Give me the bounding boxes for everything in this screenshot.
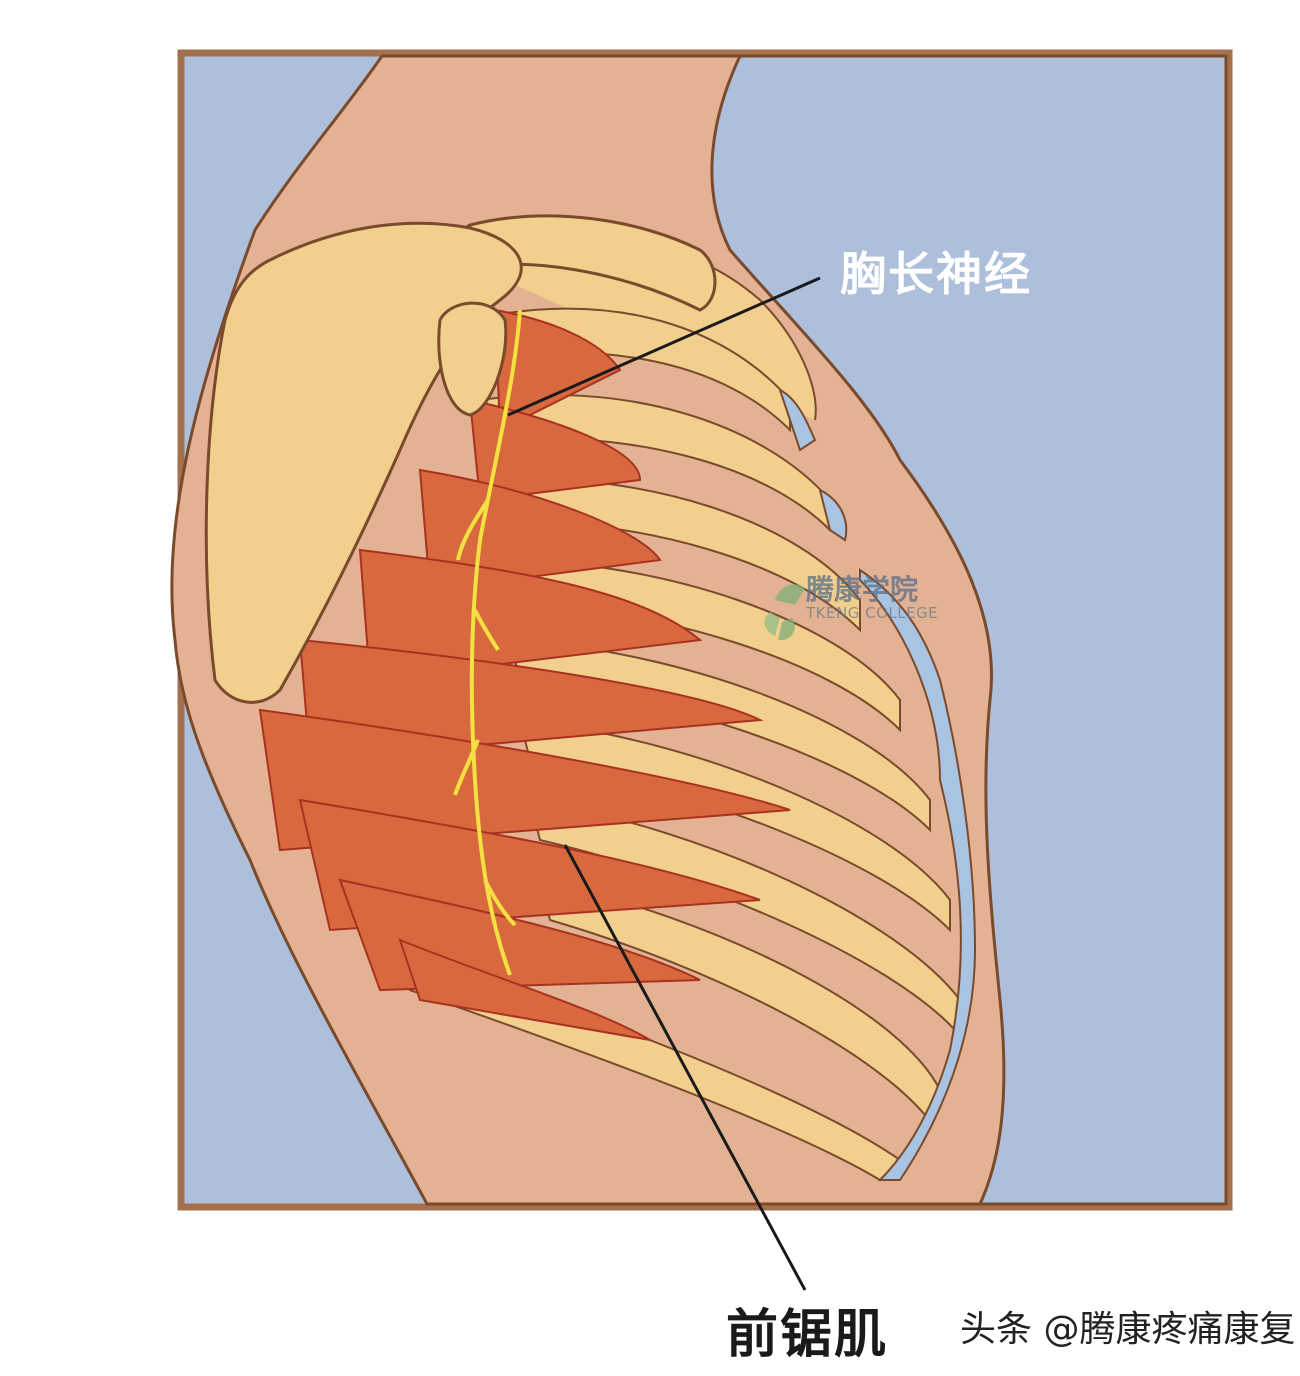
source-watermark: 头条 @腾康疼痛康复 xyxy=(960,1309,1296,1350)
logo-mark xyxy=(764,584,805,641)
logo-name-cn: 腾康学院 xyxy=(806,573,919,606)
acromion xyxy=(437,301,508,417)
chest-contour xyxy=(710,54,1228,1206)
muscle-leader-line xyxy=(563,844,807,1291)
college-logo: 腾康学院 TKENG COLLEGE xyxy=(760,573,939,622)
serratus-anterior-muscle xyxy=(258,308,791,1041)
nerve-leader-line xyxy=(507,276,821,417)
nerve-label: 胸长神经 xyxy=(840,247,1032,301)
logo-name-en: TKENG COLLEGE xyxy=(806,604,939,622)
costal-cartilage xyxy=(778,388,977,1181)
muscle-label: 前锯肌 xyxy=(726,1305,889,1365)
long-thoracic-nerve xyxy=(453,309,522,976)
logo-swirl-icon xyxy=(760,578,800,618)
